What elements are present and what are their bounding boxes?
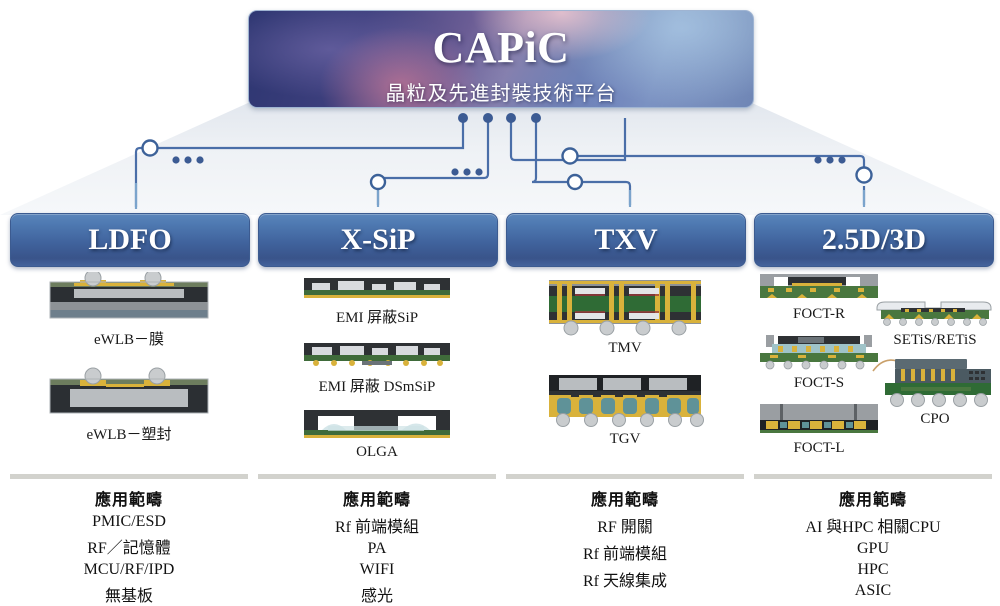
ewlb-mold-cross-section bbox=[49, 367, 209, 414]
category-button-xsip[interactable]: X-SiP bbox=[258, 213, 498, 267]
application-item: GPU bbox=[856, 540, 889, 557]
product-label: FOCT-L bbox=[793, 440, 845, 456]
application-item: Rf 天線集成 bbox=[582, 573, 667, 590]
application-item: ASIC bbox=[854, 582, 892, 599]
product-label: CPO bbox=[920, 411, 950, 427]
olga-cross-section bbox=[304, 410, 450, 438]
circuit-trace-network bbox=[134, 113, 873, 209]
via-node-5 bbox=[855, 166, 873, 184]
application-item: Rf 前端模組 bbox=[582, 546, 667, 563]
separator-xsip bbox=[258, 474, 496, 479]
category-button-2p5d3d[interactable]: 2.5D/3D bbox=[754, 213, 994, 267]
via-node-4 bbox=[566, 173, 584, 191]
emi-sip-cross-section bbox=[304, 278, 450, 298]
product-foct-l: FOCT-L bbox=[754, 402, 884, 457]
product-label: TMV bbox=[608, 340, 642, 356]
separator-2p5d3d bbox=[754, 474, 992, 479]
product-emi-dsmsip: EMI 屏蔽 DSmSiP bbox=[302, 341, 452, 396]
application-heading: 應用範疇 bbox=[838, 490, 907, 509]
via-node-3 bbox=[561, 147, 579, 165]
application-item: 無基板 bbox=[104, 588, 153, 605]
foct-r-cross-section bbox=[760, 274, 878, 298]
banner-subtitle: 晶粒及先進封裝技術平台 bbox=[385, 81, 617, 105]
product-emi-sip: EMI 屏蔽SiP bbox=[302, 276, 452, 327]
subcolumn-foct: FOCT-R bbox=[754, 272, 884, 457]
product-label: SETiS/RETiS bbox=[893, 332, 977, 348]
application-txv: 應用範疇 RF 開關 Rf 前端模組 Rf 天線集成 bbox=[506, 486, 744, 591]
capic-banner: CAPiC 晶粒及先進封裝技術平台 bbox=[248, 10, 754, 108]
banner-pin-dots bbox=[458, 113, 541, 123]
foct-s-cross-section bbox=[760, 335, 878, 370]
tmv-cross-section bbox=[549, 280, 701, 336]
tgv-cross-section bbox=[549, 375, 704, 427]
product-ewlb-mold: eWLB－塑封 bbox=[44, 367, 214, 444]
foct-l-cross-section bbox=[760, 404, 878, 433]
optical-fiber-line bbox=[872, 359, 898, 372]
banner-title: CAPiC bbox=[432, 23, 570, 72]
application-item: PMIC/ESD bbox=[92, 513, 166, 530]
product-cpo: CPO bbox=[870, 355, 1000, 428]
column-txv: TMV bbox=[506, 272, 744, 448]
category-button-txv[interactable]: TXV bbox=[506, 213, 746, 267]
application-xsip: 應用範疇 Rf 前端模組 PA WIFI 感光 bbox=[258, 486, 496, 606]
product-label: OLGA bbox=[356, 444, 398, 460]
application-heading: 應用範疇 bbox=[94, 490, 163, 509]
column-ldfo: eWLB－膜 eWLB－塑封 bbox=[10, 272, 248, 444]
product-label: EMI 屏蔽SiP bbox=[335, 310, 419, 326]
product-label: FOCT-R bbox=[793, 306, 845, 322]
product-olga: OLGA bbox=[302, 406, 452, 461]
category-button-ldfo[interactable]: LDFO bbox=[10, 213, 250, 267]
column-xsip: EMI 屏蔽SiP EMI 屏蔽 DSmSiP bbox=[258, 272, 496, 461]
product-foct-r: FOCT-R bbox=[754, 272, 884, 323]
application-item: 感光 bbox=[360, 588, 393, 605]
product-label: eWLB－膜 bbox=[94, 332, 164, 348]
subcolumn-setis-cpo: SETiS/RETiS bbox=[870, 298, 1000, 428]
separator-ldfo bbox=[10, 474, 248, 479]
application-item: WIFI bbox=[359, 561, 395, 578]
application-2p5d3d: 應用範疇 AI 與HPC 相關CPU GPU HPC ASIC bbox=[754, 486, 992, 600]
application-item: RF 開關 bbox=[597, 519, 653, 536]
separator-txv bbox=[506, 474, 744, 479]
product-label: TGV bbox=[609, 431, 641, 447]
application-heading: 應用範疇 bbox=[342, 490, 411, 509]
emi-dsmsip-cross-section bbox=[304, 343, 450, 366]
application-item: PA bbox=[367, 540, 387, 557]
application-item: MCU/RF/IPD bbox=[83, 561, 175, 578]
application-item: Rf 前端模組 bbox=[334, 519, 419, 536]
product-setis-retis: SETiS/RETiS bbox=[870, 298, 1000, 349]
application-item: HPC bbox=[857, 561, 889, 578]
via-node-2 bbox=[369, 173, 387, 191]
application-heading: 應用範疇 bbox=[590, 490, 659, 509]
cpo-cross-section bbox=[872, 359, 991, 407]
product-label: EMI 屏蔽 DSmSiP bbox=[318, 379, 436, 395]
application-ldfo: 應用範疇 PMIC/ESD RF／記憶體 MCU/RF/IPD 無基板 bbox=[10, 486, 248, 606]
application-item: RF／記憶體 bbox=[87, 540, 171, 557]
product-label: eWLB－塑封 bbox=[86, 427, 172, 443]
product-tgv: TGV bbox=[545, 371, 705, 448]
setis-retis-cross-section bbox=[876, 301, 992, 326]
ewlb-film-cross-section bbox=[49, 272, 209, 319]
via-node-1 bbox=[141, 139, 159, 157]
application-item: AI 與HPC 相關CPU bbox=[805, 519, 941, 536]
product-foct-s: FOCT-S bbox=[754, 333, 884, 392]
product-ewlb-film: eWLB－膜 bbox=[44, 272, 214, 349]
ellipsis-dots bbox=[172, 156, 846, 176]
product-tmv: TMV bbox=[545, 276, 705, 357]
product-label: FOCT-S bbox=[793, 375, 845, 391]
